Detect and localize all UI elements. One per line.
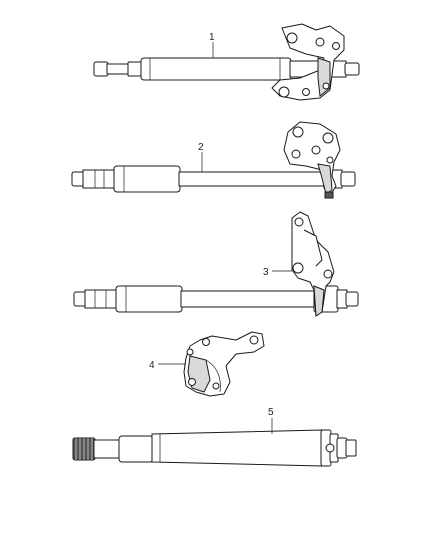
- part-2-shaft-assembly: 2: [71, 121, 356, 199]
- part-4-bracket: 4: [149, 331, 265, 397]
- callout-3: 3: [263, 267, 269, 278]
- part-1-shaft-assembly: 1: [93, 23, 360, 101]
- callout-4: 4: [149, 360, 155, 371]
- callout-1: 1: [209, 32, 215, 43]
- callout-5: 5: [268, 407, 274, 418]
- part-5-splined-shaft: 5: [72, 407, 357, 467]
- part-3-shaft-assembly: 3: [73, 211, 359, 317]
- callout-2: 2: [198, 142, 204, 153]
